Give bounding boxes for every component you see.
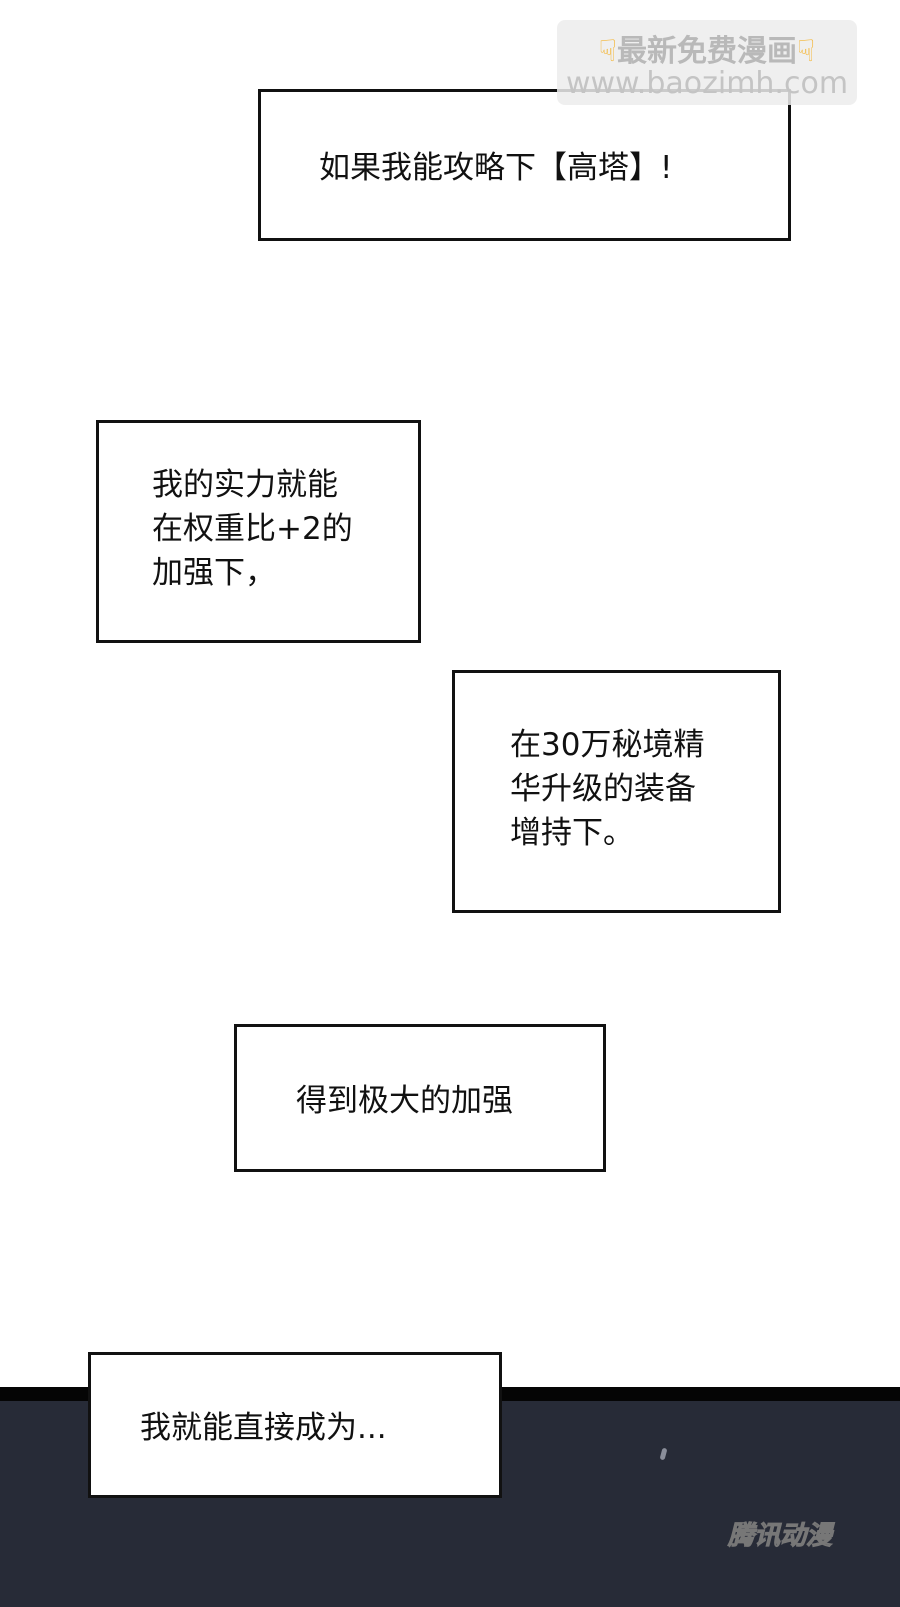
caption-box-1: 如果我能攻略下【高塔】! xyxy=(258,89,791,241)
watermark-title-row: ☟最新免费漫画☟ xyxy=(557,26,857,70)
site-watermark: ☟最新免费漫画☟ www.baozimh.com xyxy=(557,20,857,105)
pointing-down-hand-icon: ☟ xyxy=(598,34,617,69)
watermark-title: 最新免费漫画 xyxy=(617,34,797,69)
caption-text-4: 得到极大的加强 xyxy=(296,1083,513,1119)
caption-text-1: 如果我能攻略下【高塔】! xyxy=(319,150,673,186)
caption-box-3: 在30万秘境精 华升级的装备 增持下。 xyxy=(452,670,781,913)
publisher-watermark: 腾讯动漫 xyxy=(727,1521,833,1552)
caption-text-5: 我就能直接成为... xyxy=(140,1410,387,1446)
pointing-down-hand-icon: ☟ xyxy=(797,34,816,69)
watermark-url: www.baozimh.com xyxy=(565,66,849,101)
caption-text-2: 我的实力就能 在权重比+2的 加强下， xyxy=(152,467,353,591)
caption-text-3: 在30万秘境精 华升级的装备 增持下。 xyxy=(510,727,705,851)
caption-box-5: 我就能直接成为... xyxy=(88,1352,502,1498)
caption-box-2: 我的实力就能 在权重比+2的 加强下， xyxy=(96,420,421,643)
caption-box-4: 得到极大的加强 xyxy=(234,1024,606,1172)
